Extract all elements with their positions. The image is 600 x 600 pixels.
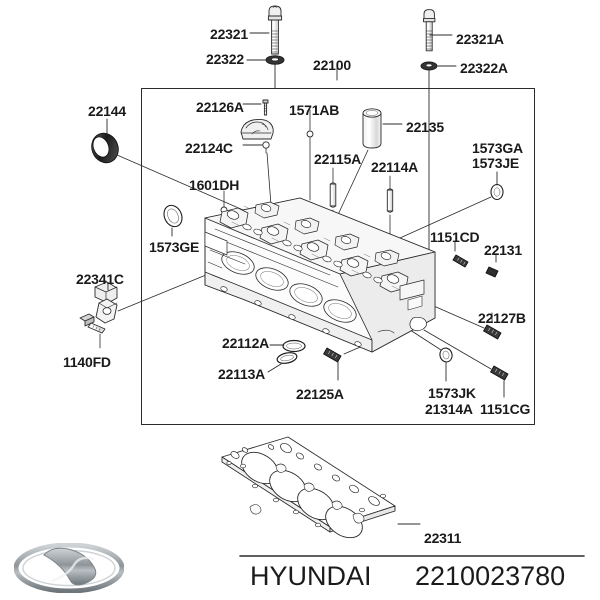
leader-1573GA-to-head xyxy=(399,196,492,239)
part-seal-ring-22113A xyxy=(276,352,298,364)
hyundai-logo-mark xyxy=(13,542,125,594)
part-cylinder-head-assembly xyxy=(204,197,436,353)
part-o-ring-1573GE xyxy=(163,204,183,228)
part-dowel-pin-1571AB xyxy=(306,109,314,201)
part-guide-pin-22114A xyxy=(386,175,394,238)
callout-label-22322: 22322 xyxy=(206,51,244,67)
part-stud-1151CD xyxy=(452,241,469,268)
callout-label-22124C: 22124C xyxy=(185,140,233,156)
callout-label-1573GE: 1573GE xyxy=(149,239,200,255)
part-valve-tappet xyxy=(362,108,382,149)
part-cylinder-head-bolt-right xyxy=(423,9,436,52)
hyundai-logo xyxy=(13,542,125,594)
callout-label-22100: 22100 xyxy=(313,57,351,73)
part-o-ring-1573GA xyxy=(490,183,504,201)
callout-label-21314A: 21314A xyxy=(425,401,473,417)
part-cam-bearing-cap xyxy=(240,118,274,154)
footer-brand-text: HYUNDAI xyxy=(250,561,372,591)
part-o-ring-22112A xyxy=(282,339,306,353)
callout-label-22322A: 22322A xyxy=(460,60,508,76)
part-engine-hanger-bracket xyxy=(94,281,118,324)
footer-part-number: 2210023780 xyxy=(415,561,566,591)
callout-label-22321: 22321 xyxy=(210,26,248,42)
callout-label-22126A: 22126A xyxy=(196,99,244,115)
callout-label-1573GA: 1573GA xyxy=(472,140,523,156)
callout-label-22114A: 22114A xyxy=(371,159,419,175)
part-bolt-washer-left xyxy=(265,55,285,65)
callout-label-1151CG: 1151CG xyxy=(480,401,531,417)
callout-label-22341C: 22341C xyxy=(76,271,124,287)
callout-label-22125A: 22125A xyxy=(296,386,344,402)
callout-label-1573JE: 1573JE xyxy=(472,155,520,171)
callout-label-22321A: 22321A xyxy=(456,31,504,47)
part-stud-1151CG xyxy=(423,329,509,398)
part-plug-22131 xyxy=(485,254,499,278)
callout-label-22112A: 22112A xyxy=(222,335,270,351)
leader-22144-to-head xyxy=(116,154,251,214)
callout-label-22115A: 22115A xyxy=(314,151,362,167)
part-cylinder-head-gasket xyxy=(221,436,396,539)
leader-22124C-down xyxy=(266,152,272,206)
leader-22113A xyxy=(267,363,282,373)
part-cam-cap-bolt xyxy=(262,99,269,116)
callout-label-22135: 22135 xyxy=(406,119,444,135)
callout-label-1601DH: 1601DH xyxy=(189,177,240,193)
part-cylinder-head-bolt-left xyxy=(267,5,283,55)
callout-label-22144: 22144 xyxy=(88,103,126,119)
part-o-ring-1573JK xyxy=(403,325,453,382)
part-hanger-bolt xyxy=(79,313,106,349)
callout-label-1573JK: 1573JK xyxy=(428,385,476,401)
part-bolt-washer-right xyxy=(420,61,438,71)
callout-label-1151CD: 1151CD xyxy=(430,229,480,245)
callout-label-1140FD: 1140FD xyxy=(63,354,111,370)
part-camshaft-oil-seal xyxy=(91,132,119,164)
callout-label-22131: 22131 xyxy=(484,242,522,258)
callout-label-22311: 22311 xyxy=(424,530,462,546)
callout-label-22127B: 22127B xyxy=(478,310,526,326)
callout-label-22113A: 22113A xyxy=(218,366,266,382)
callout-label-1571AB: 1571AB xyxy=(289,102,340,118)
